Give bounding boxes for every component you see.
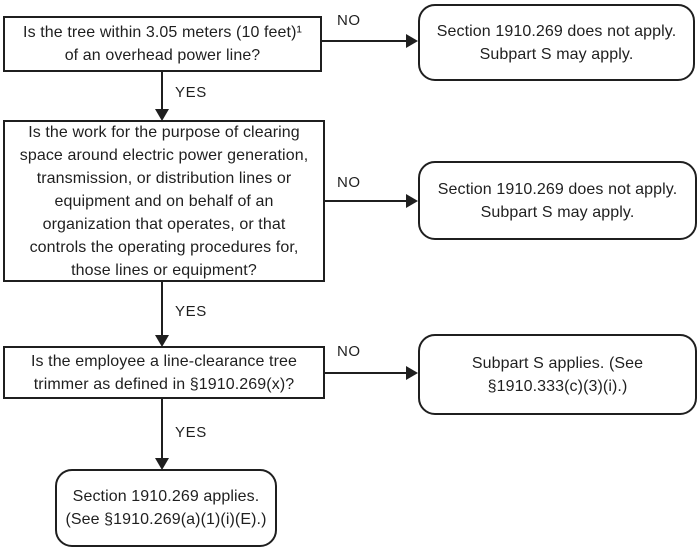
node-text-line: space around electric power generation, <box>19 146 309 164</box>
node-text-line: Is the employee a line-clearance tree <box>30 352 298 370</box>
connector-q3-to-a3 <box>325 372 407 374</box>
node-text-line: §1910.333(c)(3)(i).) <box>487 377 628 395</box>
node-text-line: Is the tree within 3.05 meters (10 feet)… <box>23 24 302 41</box>
flowchart-node-result-section-applies: Section 1910.269 applies. (See §1910.269… <box>55 469 277 547</box>
node-text-line: Section 1910.269 applies. <box>72 488 260 505</box>
connector-q3-to-final <box>161 399 163 459</box>
node-text-line: controls the operating procedures for, <box>29 238 299 256</box>
flowchart-node-result-does-not-apply-2: Section 1910.269 does not apply. Subpart… <box>418 161 697 240</box>
node-text-line: organization that operates, or that <box>42 215 286 233</box>
node-text-line: of an overhead power line? <box>64 47 261 64</box>
edge-label-no: NO <box>337 12 361 29</box>
connector-q1-to-q2 <box>161 72 163 110</box>
arrowhead-right-icon <box>406 366 418 380</box>
node-text-line: transmission, or distribution lines or <box>36 169 292 187</box>
flowchart-node-result-subpart-s-applies: Subpart S applies. (See §1910.333(c)(3)(… <box>418 334 697 415</box>
node-text-line: Subpart S may apply. <box>479 45 634 63</box>
arrowhead-right-icon <box>406 34 418 48</box>
flowchart-node-result-does-not-apply-1: Section 1910.269 does not apply. Subpart… <box>418 4 695 81</box>
arrowhead-down-icon <box>155 109 169 121</box>
edge-label-no: NO <box>337 174 361 191</box>
flowchart-node-question-work-purpose: Is the work for the purpose of clearing … <box>3 120 325 282</box>
node-text-line: Section 1910.269 does not apply. <box>437 180 678 198</box>
arrowhead-down-icon <box>155 458 169 470</box>
node-text-line: (See §1910.269(a)(1)(i)(E).) <box>65 511 267 528</box>
node-text-line: those lines or equipment? <box>71 261 257 279</box>
node-text-line: Subpart S may apply. <box>480 203 635 221</box>
node-text-line: trimmer as defined in §1910.269(x)? <box>33 375 295 393</box>
edge-label-yes: YES <box>175 424 207 441</box>
edge-label-yes: YES <box>175 303 207 320</box>
flowchart-node-question-line-clearance-trimmer: Is the employee a line-clearance tree tr… <box>3 346 325 399</box>
connector-q2-to-q3 <box>161 282 163 336</box>
connector-q1-to-a1 <box>322 40 407 42</box>
node-text-line: Section 1910.269 does not apply. <box>436 22 677 40</box>
edge-label-no: NO <box>337 343 361 360</box>
node-text-line: Subpart S applies. (See <box>471 354 644 372</box>
flowchart-node-question-tree-distance: Is the tree within 3.05 meters (10 feet)… <box>3 16 322 72</box>
arrowhead-right-icon <box>406 194 418 208</box>
connector-q2-to-a2 <box>325 200 407 202</box>
edge-label-yes: YES <box>175 84 207 101</box>
node-text-line: equipment and on behalf of an <box>54 192 274 210</box>
node-text-line: Is the work for the purpose of clearing <box>28 123 300 141</box>
arrowhead-down-icon <box>155 335 169 347</box>
